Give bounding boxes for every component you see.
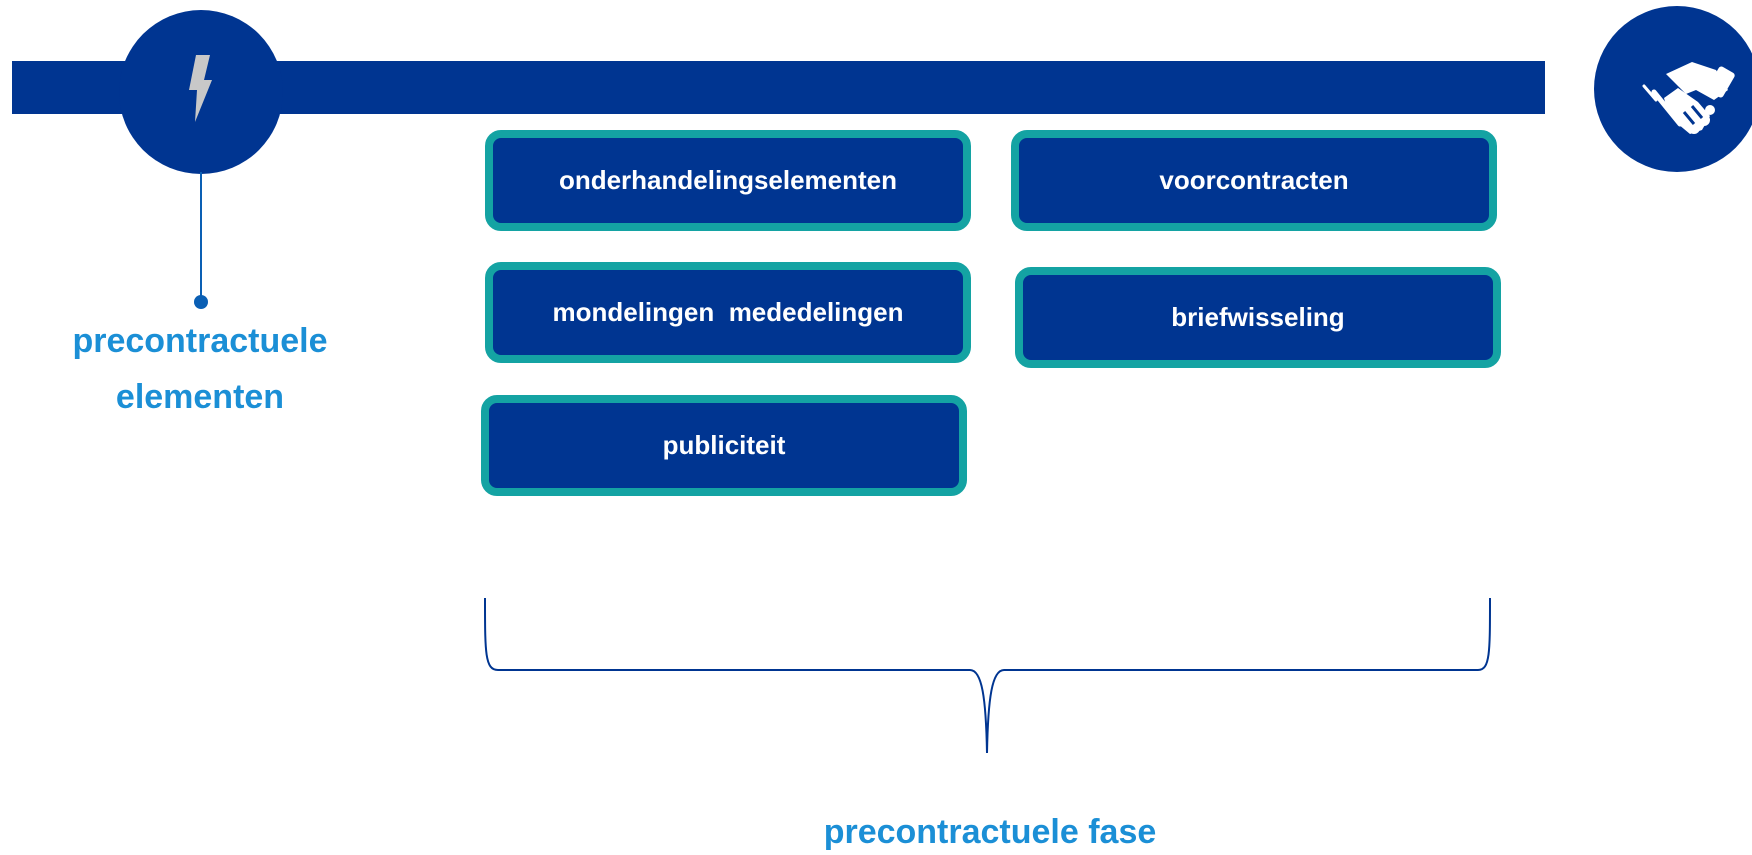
box-voorcontracten: voorcontracten [1011, 130, 1497, 231]
box-mondelingen-mededelingen: mondelingen mededelingen [485, 262, 971, 363]
box-onderhandelingselementen: onderhandelingselementen [485, 130, 971, 231]
box-briefwisseling: briefwisseling [1015, 267, 1501, 368]
lightning-icon [189, 55, 212, 122]
box-label: briefwisseling [1171, 302, 1345, 332]
box-label: onderhandelingselementen [558, 165, 898, 195]
left-label-line1: precontractuele [72, 322, 328, 360]
precontractuele-fase-label: precontractuele fase [823, 813, 1157, 851]
left-label-line2: elementen [115, 378, 285, 416]
handshake-icon [1642, 62, 1735, 134]
handshake-circle [1594, 6, 1752, 172]
precontractuele-elementen-label: precontractuele elementen [40, 313, 360, 425]
box-label: publiciteit [662, 430, 786, 460]
curly-brace [484, 598, 1491, 753]
box-publiciteit: publiciteit [481, 395, 967, 496]
box-label: voorcontracten [1159, 165, 1349, 195]
connector-line [200, 172, 202, 298]
connector-dot [194, 295, 208, 309]
lightning-circle [119, 10, 283, 174]
box-label: mondelingen mededelingen [552, 297, 904, 327]
